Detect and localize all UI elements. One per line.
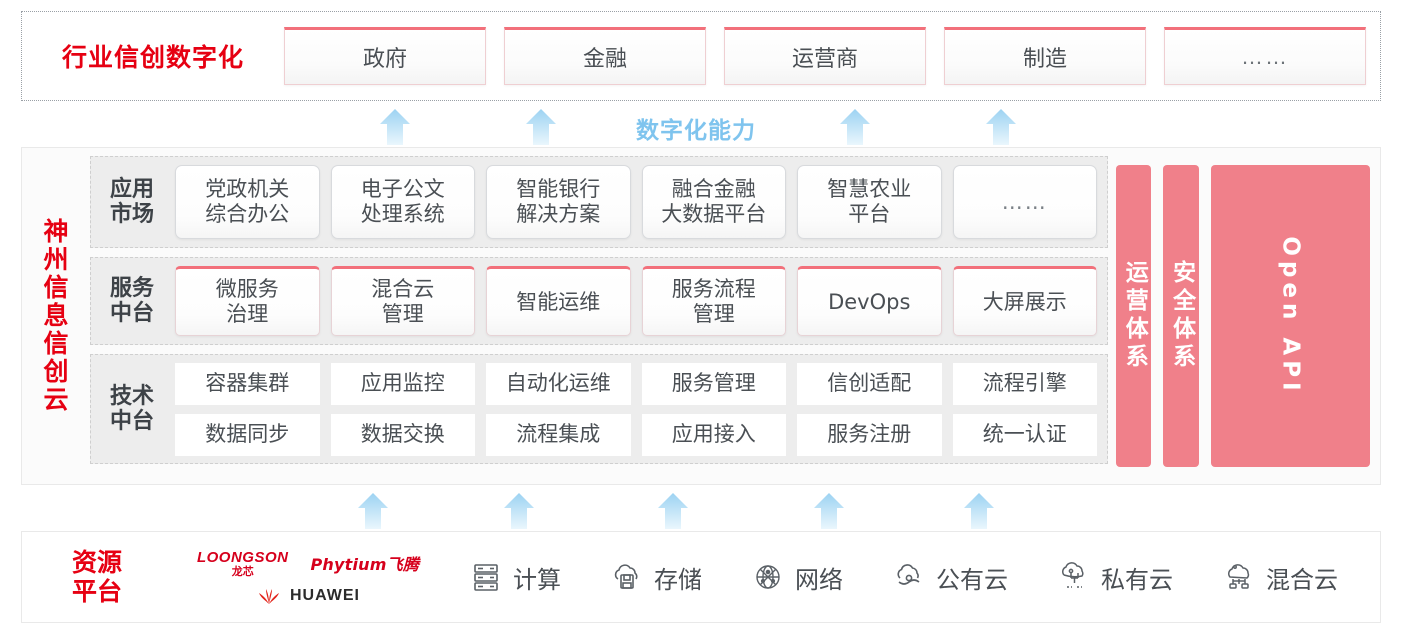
cloud-storage-icon bbox=[609, 559, 645, 595]
pillar-list: 运营体系 安全体系 Open API bbox=[1108, 148, 1380, 484]
resource-platform-title: 资源 平台 bbox=[71, 547, 122, 607]
app-cell-edoc-system[interactable]: 电子公文 处理系统 bbox=[330, 165, 475, 239]
tech-cell-container-cluster[interactable]: 容器集群 bbox=[175, 362, 320, 405]
pillar-operations-system[interactable]: 运营体系 bbox=[1116, 165, 1152, 467]
up-arrow-icon bbox=[496, 491, 542, 529]
industry-box-list: 政府 金融 运营商 制造 …… bbox=[284, 27, 1380, 85]
tech-cell-app-access[interactable]: 应用接入 bbox=[641, 413, 786, 456]
layer-label-service-platform: 服务 中台 bbox=[109, 275, 154, 326]
svc-cell-aiops[interactable]: 智能运维 bbox=[486, 266, 631, 336]
pillar-open-api[interactable]: Open API bbox=[1210, 165, 1370, 467]
tech-cell-xinchuang-adapt[interactable]: 信创适配 bbox=[797, 362, 942, 405]
tech-cell-service-mgmt[interactable]: 服务管理 bbox=[641, 362, 786, 405]
svc-cell-microservice-governance[interactable]: 微服务 治理 bbox=[175, 266, 320, 336]
svc-cell-hybrid-cloud-mgmt[interactable]: 混合云 管理 bbox=[330, 266, 475, 336]
up-arrow-icon bbox=[372, 107, 418, 145]
cloud-title-char: 云 bbox=[43, 385, 69, 414]
up-arrow-icon bbox=[832, 107, 878, 145]
network-globe-icon bbox=[750, 559, 786, 595]
layer-service-platform: 服务 中台 微服务 治理 混合云 管理 智能运维 服务流程 管理 bbox=[90, 257, 1108, 345]
industry-box-telecom[interactable]: 运营商 bbox=[724, 27, 926, 85]
vendor-logo-list: LOONGSON 龙芯 Phytium飞腾 HUA bbox=[172, 550, 444, 605]
capability-label: 数字化能力 bbox=[636, 118, 756, 144]
resource-item-network[interactable]: 网络 bbox=[750, 559, 843, 595]
industry-band-title: 行业信创数字化 bbox=[61, 43, 244, 72]
tech-cell-unified-auth[interactable]: 统一认证 bbox=[952, 413, 1097, 456]
cloud-title-char: 信 bbox=[43, 273, 69, 302]
cloud-title-char: 创 bbox=[43, 357, 69, 386]
app-cell-fin-bigdata[interactable]: 融合金融 大数据平台 bbox=[641, 165, 786, 239]
tech-row-1: 容器集群 应用监控 自动化运维 服务管理 信创适配 流程引擎 bbox=[175, 362, 1097, 405]
cloud-title-char: 州 bbox=[43, 245, 69, 274]
up-arrow-icon bbox=[956, 491, 1002, 529]
tech-cell-process-integration[interactable]: 流程集成 bbox=[486, 413, 631, 456]
tech-cell-service-registry[interactable]: 服务注册 bbox=[797, 413, 942, 456]
phytium-logo: Phytium飞腾 bbox=[310, 555, 420, 574]
cloud-layer-list: 应用 市场 党政机关 综合办公 电子公文 处理系统 智能银行 解决方案 bbox=[90, 148, 1108, 484]
cloud-platform-title: 神 州 信 息 信 创 云 bbox=[22, 148, 90, 484]
resource-platform-block: 资源 平台 LOONGSON 龙芯 Phytium飞腾 bbox=[21, 531, 1381, 623]
resource-item-private-cloud[interactable]: 私有云 bbox=[1056, 559, 1173, 595]
app-cell-smart-agri[interactable]: 智慧农业 平台 bbox=[797, 165, 942, 239]
industry-box-government[interactable]: 政府 bbox=[284, 27, 486, 85]
hybrid-cloud-icon bbox=[1221, 559, 1257, 595]
up-arrow-icon bbox=[806, 491, 852, 529]
industry-box-more[interactable]: …… bbox=[1164, 27, 1366, 85]
up-arrow-icon bbox=[518, 107, 564, 145]
svc-cell-service-process-mgmt[interactable]: 服务流程 管理 bbox=[641, 266, 786, 336]
cloud-title-char: 神 bbox=[43, 217, 69, 246]
tech-cell-data-sync[interactable]: 数据同步 bbox=[175, 413, 320, 456]
up-arrow-icon bbox=[350, 491, 396, 529]
up-arrow-icon bbox=[978, 107, 1024, 145]
cloud-platform-block: 神 州 信 息 信 创 云 应用 市场 党政机关 综合办公 bbox=[21, 147, 1381, 485]
up-arrow-icon bbox=[650, 491, 696, 529]
resource-arrow-band bbox=[0, 487, 1402, 529]
tech-cell-process-engine[interactable]: 流程引擎 bbox=[952, 362, 1097, 405]
app-cell-smart-bank[interactable]: 智能银行 解决方案 bbox=[486, 165, 631, 239]
pillar-security-system[interactable]: 安全体系 bbox=[1163, 165, 1199, 467]
server-rack-icon bbox=[468, 559, 504, 595]
tech-row-2: 数据同步 数据交换 流程集成 应用接入 服务注册 统一认证 bbox=[175, 413, 1097, 456]
layer-label-tech-platform: 技术 中台 bbox=[109, 383, 154, 434]
resource-item-compute[interactable]: 计算 bbox=[468, 559, 561, 595]
loongson-logo: LOONGSON 龙芯 bbox=[196, 548, 289, 578]
public-cloud-icon bbox=[891, 559, 927, 595]
svc-cell-dashboard[interactable]: 大屏展示 bbox=[952, 266, 1097, 336]
private-cloud-icon bbox=[1056, 559, 1092, 595]
resource-item-storage[interactable]: 存储 bbox=[609, 559, 702, 595]
industry-box-manufacturing[interactable]: 制造 bbox=[944, 27, 1146, 85]
cloud-title-char: 息 bbox=[43, 301, 69, 330]
app-cell-more[interactable]: …… bbox=[952, 165, 1097, 239]
industry-band: 行业信创数字化 政府 金融 运营商 制造 …… bbox=[21, 11, 1381, 101]
cloud-title-char: 信 bbox=[43, 329, 69, 358]
layer-app-market: 应用 市场 党政机关 综合办公 电子公文 处理系统 智能银行 解决方案 bbox=[90, 156, 1108, 248]
layer-label-app-market: 应用 市场 bbox=[109, 176, 154, 227]
resource-item-public-cloud[interactable]: 公有云 bbox=[891, 559, 1008, 595]
tech-cell-data-exchange[interactable]: 数据交换 bbox=[330, 413, 475, 456]
industry-box-finance[interactable]: 金融 bbox=[504, 27, 706, 85]
huawei-petal-icon bbox=[256, 587, 282, 605]
tech-cell-app-monitoring[interactable]: 应用监控 bbox=[330, 362, 475, 405]
huawei-logo: HUAWEI bbox=[256, 587, 360, 605]
layer-tech-platform: 技术 中台 容器集群 应用监控 自动化运维 服务管理 信创适配 流程引擎 数据同… bbox=[90, 354, 1108, 464]
resource-item-list: 计算 存储 bbox=[444, 559, 1380, 595]
tech-cell-auto-ops[interactable]: 自动化运维 bbox=[486, 362, 631, 405]
resource-item-hybrid-cloud[interactable]: 混合云 bbox=[1221, 559, 1338, 595]
capability-arrow-band: 数字化能力 bbox=[0, 103, 1402, 145]
svc-cell-devops[interactable]: DevOps bbox=[797, 266, 942, 336]
app-cell-gov-office[interactable]: 党政机关 综合办公 bbox=[175, 165, 320, 239]
